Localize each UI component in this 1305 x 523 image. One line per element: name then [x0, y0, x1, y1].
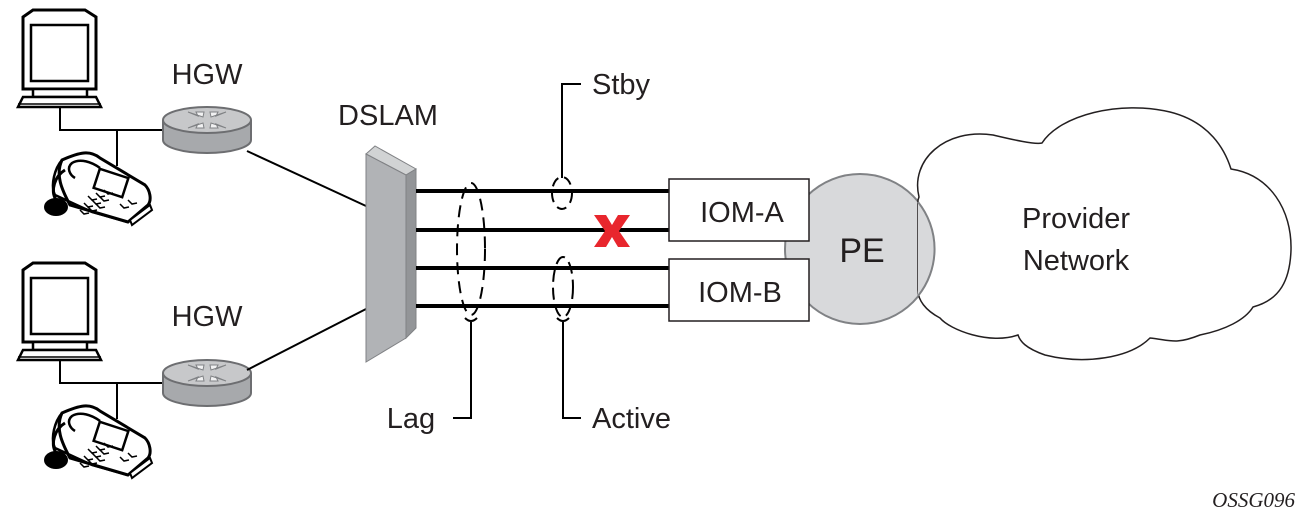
client-group-bottom: HGW [16, 261, 252, 480]
hgw-dslam-link-bottom [246, 308, 367, 371]
iom-a-card: IOM-A [668, 178, 810, 242]
active-callout-line [562, 322, 581, 419]
telephone-icon [42, 404, 154, 480]
iom-a-label: IOM-A [700, 197, 784, 229]
provider-network-label-line1: Provider [1022, 203, 1130, 235]
lag-callout-line [453, 322, 472, 419]
hgw-label-bottom: HGW [172, 301, 244, 333]
connection-line [59, 108, 163, 131]
client-group-top: HGW [16, 8, 252, 227]
iom-b-label: IOM-B [698, 277, 782, 309]
computer-icon [16, 8, 103, 109]
iom-b-card: IOM-B [668, 258, 810, 322]
pe-label: PE [839, 232, 884, 270]
computer-icon [16, 261, 103, 362]
telephone-icon [42, 151, 154, 227]
link-failure-x-icon [594, 215, 630, 247]
router-icon [162, 106, 252, 154]
lag-label: Lag [387, 403, 435, 435]
stby-callout-line [561, 83, 581, 178]
dslam-label: DSLAM [338, 100, 438, 132]
lag-grouping-ellipse [456, 182, 486, 316]
hgw-dslam-link-top [246, 150, 367, 207]
active-label: Active [592, 403, 671, 435]
stby-label: Stby [592, 69, 651, 101]
active-grouping-ellipse [552, 256, 574, 318]
dslam-device [365, 145, 417, 363]
hgw-label-top: HGW [172, 59, 244, 91]
stby-grouping-ellipse [551, 176, 573, 210]
connection-line [59, 361, 163, 384]
figure-id: OSSG096 [1212, 488, 1295, 512]
lag-links [416, 189, 669, 308]
provider-network-cloud [916, 107, 1292, 361]
provider-network-label-line2: Network [1023, 245, 1130, 277]
router-icon [162, 359, 252, 407]
